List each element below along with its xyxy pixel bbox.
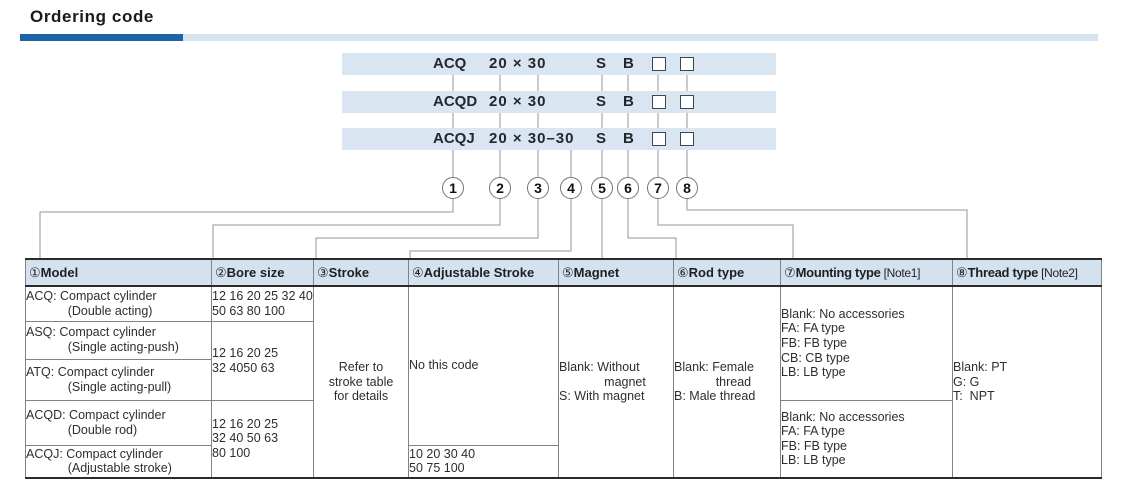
cell-mounting-bottom: Blank: No accessories FA: FA type FB: FB… (780, 399, 953, 479)
code-bar-acqj: ACQJ 20 × 30–30 S B (342, 128, 776, 150)
code-bar-acqd: ACQD 20 × 30 S B (342, 91, 776, 113)
table-row: ASQ: Compact cylinder (Single acting-pus… (25, 320, 1102, 401)
page-title: Ordering code (30, 7, 154, 26)
cell-bore-acq: 12 16 20 25 32 40 50 63 80 100 (211, 285, 314, 322)
option-box-thread (680, 132, 694, 146)
title-underline-dark (20, 34, 183, 41)
callout-circle-5: 5 (591, 177, 613, 199)
code-bar-acq: ACQ 20 × 30 S B (342, 53, 776, 75)
code-model: ACQD (433, 93, 478, 110)
table-header-row: ①Model ②Bore size ③Stroke ④Adjustable St… (25, 258, 1102, 287)
callout-circle-8: 8 (676, 177, 698, 199)
code-rod: B (623, 130, 634, 147)
cell-bore-acqd-acqj: 12 16 20 25 32 40 50 63 80 100 (211, 399, 314, 479)
callout-circle-7: 7 (647, 177, 669, 199)
cell-rod-type: Blank: Female thread B: Male thread (673, 285, 781, 479)
cell-bore-asq-atq: 12 16 20 25 32 4050 63 (211, 320, 314, 401)
cell-mounting-top: Blank: No accessories FA: FA type FB: FB… (780, 285, 953, 401)
header-thread-type: ⑧Thread type [Note2] (952, 258, 1102, 287)
table-row: ACQ: Compact cylinder (Double acting) 12… (25, 285, 1102, 479)
header-mounting-type: ⑦Mounting type [Note1] (780, 258, 953, 287)
cell-magnet: Blank: Without magnet S: With magnet (558, 285, 674, 479)
cell-adjustable-acqj: 10 20 30 40 50 75 100 (408, 444, 559, 479)
code-magnet: S (596, 93, 607, 110)
header-stroke: ③Stroke (313, 258, 409, 287)
cell-model-asq: ASQ: Compact cylinder (Single acting-pus… (25, 320, 212, 360)
cell-stroke: Refer to stroke table for details (313, 285, 409, 479)
cell-model-atq: ATQ: Compact cylinder (Single acting-pul… (25, 358, 212, 401)
cell-model-acq: ACQ: Compact cylinder (Double acting) (25, 285, 212, 322)
header-rod-type: ⑥Rod type (673, 258, 781, 287)
option-box-mounting (652, 95, 666, 109)
header-model: ①Model (25, 258, 212, 287)
callout-circle-6: 6 (617, 177, 639, 199)
cell-adjustable-stroke: No this code (408, 285, 559, 446)
code-model: ACQJ (433, 130, 475, 147)
ordering-code-table: ①Model ②Bore size ③Stroke ④Adjustable St… (25, 258, 1102, 479)
code-magnet: S (596, 130, 607, 147)
code-magnet: S (596, 55, 607, 72)
code-rod: B (623, 55, 634, 72)
option-box-mounting (652, 57, 666, 71)
code-size: 20 × 30–30 (489, 130, 575, 147)
cell-model-acqd: ACQD: Compact cylinder (Double rod) (25, 399, 212, 446)
table-row: ACQD: Compact cylinder (Double rod) 12 1… (25, 399, 1102, 479)
header-adjustable-stroke: ④Adjustable Stroke (408, 258, 559, 287)
header-bore-size: ②Bore size (211, 258, 314, 287)
callout-circle-4: 4 (560, 177, 582, 199)
table-row: ACQJ: Compact cylinder (Adjustable strok… (25, 444, 1102, 479)
code-model: ACQ (433, 55, 467, 72)
cell-thread-type: Blank: PT G: G T: NPT (952, 285, 1102, 479)
callout-circle-3: 3 (527, 177, 549, 199)
callout-circle-1: 1 (442, 177, 464, 199)
header-magnet: ⑤Magnet (558, 258, 674, 287)
option-box-mounting (652, 132, 666, 146)
callout-circle-2: 2 (489, 177, 511, 199)
code-size: 20 × 30 (489, 55, 547, 72)
cell-model-acqj: ACQJ: Compact cylinder (Adjustable strok… (25, 444, 212, 479)
title-underline-light (183, 34, 1098, 41)
option-box-thread (680, 57, 694, 71)
code-rod: B (623, 93, 634, 110)
code-size: 20 × 30 (489, 93, 547, 110)
option-box-thread (680, 95, 694, 109)
